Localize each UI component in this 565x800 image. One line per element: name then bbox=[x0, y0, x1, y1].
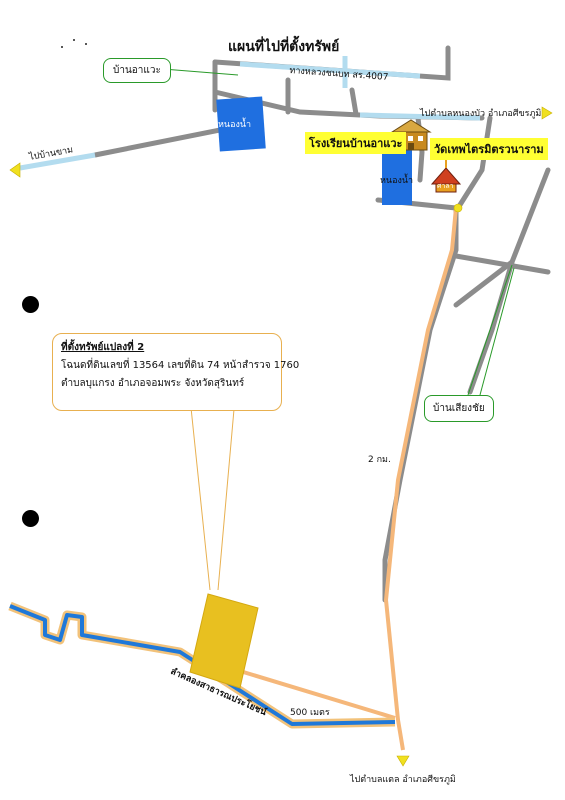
to-lamdaet-label: ไปตำบลแตล อำเภอศีขรภูมิ bbox=[350, 775, 456, 785]
temple-sign-label: ศาลา bbox=[437, 182, 454, 190]
callout-village-top: บ้านอาแวะ bbox=[103, 58, 171, 83]
property-title: ที่ตั้งทรัพย์แปลงที่ 2 bbox=[61, 342, 145, 353]
callout-village-right: บ้านเสียงชัย bbox=[424, 395, 494, 422]
route-to-parcel bbox=[229, 666, 396, 720]
road-east-right bbox=[509, 167, 551, 265]
pond-2-label: หนองน้ำ bbox=[380, 176, 414, 186]
leader-village-right-b bbox=[479, 267, 515, 396]
route-main bbox=[383, 207, 458, 751]
stray-marks bbox=[61, 39, 87, 48]
temple-label: วัดเทพไตรมิตรวนาราม bbox=[430, 138, 548, 160]
route-path bbox=[229, 207, 458, 751]
road-network bbox=[92, 45, 551, 603]
highway-east bbox=[359, 112, 481, 121]
property-parcel bbox=[189, 593, 259, 689]
arrow-west bbox=[9, 162, 21, 178]
highway-top bbox=[239, 61, 421, 79]
school-label: โรงเรียนบ้านอาแวะ bbox=[305, 132, 407, 154]
arrow-east bbox=[541, 106, 553, 120]
road-cross-2 bbox=[453, 259, 515, 308]
road-mid-spur-2 bbox=[349, 87, 359, 117]
leader-property-b bbox=[217, 397, 236, 591]
pond-1 bbox=[216, 96, 266, 152]
distance-2km-label: 2 กม. bbox=[368, 455, 391, 465]
property-deed: โฉนดที่ดินเลขที่ 13564 เลขที่ดิน 74 หน้า… bbox=[61, 360, 300, 371]
binder-hole-bottom bbox=[22, 510, 39, 527]
leader-village-top bbox=[162, 68, 239, 76]
distance-500m-label: 500 เมตร bbox=[290, 708, 330, 718]
callout-property: ที่ตั้งทรัพย์แปลงที่ 2 โฉนดที่ดินเลขที่ … bbox=[52, 333, 300, 411]
to-nong-bua-label: ไปตำบลหนองบัว อำเภอศีขรภูมิ bbox=[420, 109, 542, 119]
temple-icon bbox=[430, 160, 462, 193]
public-canal bbox=[8, 601, 396, 729]
highway-segments bbox=[19, 56, 481, 171]
village-top-label: บ้านอาแวะ bbox=[113, 65, 161, 76]
road-east-north bbox=[455, 115, 493, 211]
pond-1-label: หนองน้ำ bbox=[218, 120, 252, 130]
highway-west bbox=[19, 152, 96, 171]
pond-2 bbox=[382, 150, 412, 205]
direction-arrows bbox=[9, 106, 553, 767]
canal-water bbox=[9, 604, 396, 726]
map-title: แผนที่ไปที่ตั้งทรัพย์ bbox=[228, 39, 340, 55]
callout-leaders bbox=[162, 68, 515, 591]
road-cross bbox=[453, 253, 551, 275]
binder-hole-top bbox=[22, 296, 39, 313]
leader-village-right-a bbox=[467, 264, 513, 396]
arrow-south bbox=[396, 755, 410, 767]
village-right-label: บ้านเสียงชัย bbox=[433, 403, 485, 414]
junction-marker bbox=[453, 203, 463, 213]
property-location: ตำบลบุแกรง อำเภอจอมพระ จังหวัดสุรินทร์ bbox=[61, 378, 245, 389]
leader-property-a bbox=[189, 397, 211, 591]
